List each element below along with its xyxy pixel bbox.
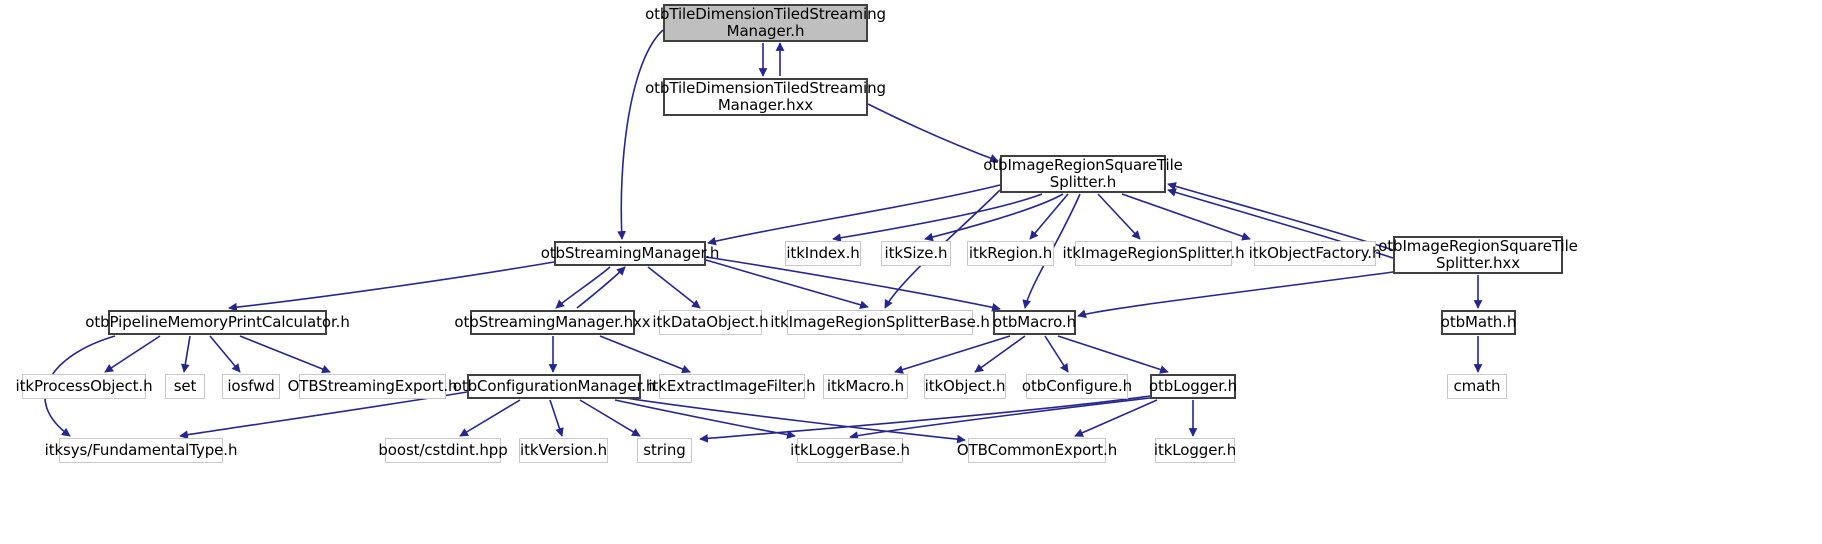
graph-edge-n20-to-n31: [614, 399, 796, 439]
graph-node-label: itkLoggerBase.h: [790, 441, 910, 459]
graph-node-label: otbImageRegionSquareTile Splitter.h: [983, 156, 1183, 191]
graph-node-otbconfigure-h[interactable]: otbConfigure.h: [1022, 374, 1132, 399]
graph-node-label: itkObjectFactory.h: [1248, 244, 1382, 262]
graph-node-itkregion-h[interactable]: itkRegion.h: [967, 241, 1054, 266]
graph-node-cmath[interactable]: cmath: [1447, 374, 1507, 399]
graph-edge-n10-to-n16: [104, 335, 161, 373]
graph-node-otbimageregionsquaretile[interactable]: otbImageRegionSquareTile Splitter.h: [983, 155, 1183, 193]
graph-edge-n10-to-n17: [180, 335, 191, 373]
graph-node-label: OTBCommonExport.h: [956, 441, 1118, 459]
graph-edge-n14-to-n23: [974, 335, 1026, 373]
graph-node-otbstreamingmanager-h[interactable]: otbStreamingManager.h: [541, 241, 719, 266]
graph-node-label: itkVersion.h: [520, 441, 607, 459]
graph-node-label: otbStreamingManager.hxx: [454, 313, 651, 331]
graph-node-label: string: [643, 441, 686, 459]
graph-node-label: itkMacro.h: [826, 377, 905, 395]
graph-node-label: otbLogger.h: [1148, 377, 1238, 395]
graph-edge-n2-to-n4: [707, 184, 1001, 246]
graph-node-label: itkObject.h: [924, 377, 1006, 395]
graph-node-label: set: [173, 377, 197, 395]
graph-node-label: itkExtractImageFilter.h: [648, 377, 816, 395]
graph-node-itkextractimagefilter-h[interactable]: itkExtractImageFilter.h: [648, 374, 816, 399]
graph-node-itkprocessobject-h[interactable]: itkProcessObject.h: [16, 374, 153, 399]
graph-node-label: otbMath.h: [1440, 313, 1517, 331]
graph-edge-n20-to-n29: [549, 399, 564, 437]
graph-node-label: itkRegion.h: [968, 244, 1053, 262]
graph-node-label: boost/cstdint.hpp: [378, 441, 508, 459]
graph-node-label: itksys/FundamentalType.h: [44, 441, 238, 459]
graph-edge-n20-to-n28: [459, 399, 521, 437]
graph-edge-n25-to-n32: [1074, 399, 1158, 437]
graph-edge-n4-to-n11: [555, 266, 611, 309]
graph-node-itklogger-h[interactable]: itkLogger.h: [1154, 438, 1236, 463]
graph-node-label: itkIndex.h: [786, 244, 860, 262]
graph-edge-n2-to-n8: [1097, 193, 1141, 240]
graph-node-otbtiledimensiontiledstreaming[interactable]: otbTileDimensionTiledStreaming Manager.h…: [645, 78, 886, 116]
graph-node-otbpipelinememoryprintcalculator-h[interactable]: otbPipelineMemoryPrintCalculator.h: [85, 310, 350, 335]
graph-node-itkobjectfactory-h[interactable]: itkObjectFactory.h: [1249, 241, 1381, 266]
graph-node-otbstreamingmanager-hxx[interactable]: otbStreamingManager.hxx: [454, 310, 651, 335]
graph-node-label: itkImageRegionSplitter.h: [1062, 244, 1245, 262]
graph-edge-n10-to-n18: [209, 335, 241, 373]
graph-node-label: otbTileDimensionTiledStreaming Manager.h…: [645, 79, 886, 114]
graph-node-itkmacro-h[interactable]: itkMacro.h: [823, 374, 908, 399]
graph-edge-n3-to-n14: [1077, 271, 1394, 318]
graph-node-label: otbImageRegionSquareTile Splitter.hxx: [1378, 237, 1578, 272]
graph-edge-n20-to-n32: [624, 397, 966, 444]
graph-node-label: iosfwd: [227, 377, 275, 395]
graph-edge-n2-to-n6: [924, 193, 1064, 242]
graph-node-itkdataobject-h[interactable]: itkDataObject.h: [652, 310, 769, 335]
graph-node-otbmath-h[interactable]: otbMath.h: [1441, 310, 1516, 335]
graph-node-label: otbMacro.h: [993, 313, 1076, 331]
graph-node-label: otbConfigure.h: [1021, 377, 1133, 395]
graph-node-string[interactable]: string: [637, 438, 692, 463]
graph-node-itkversion-h[interactable]: itkVersion.h: [519, 438, 608, 463]
graph-node-itkobject-h[interactable]: itkObject.h: [924, 374, 1006, 399]
graph-node-label: itkLogger.h: [1153, 441, 1237, 459]
graph-edge-n10-to-n19: [239, 335, 331, 374]
graph-node-iosfwd[interactable]: iosfwd: [222, 374, 280, 399]
graph-edge-n25-to-n31: [849, 397, 1151, 440]
graph-node-boost-cstdint-hpp[interactable]: boost/cstdint.hpp: [378, 438, 508, 463]
graph-node-itkimageregionsplitter-h[interactable]: itkImageRegionSplitter.h: [1062, 241, 1245, 266]
graph-edge-n20-to-n30: [579, 399, 641, 437]
graph-node-label: OTBStreamingExport.h: [287, 377, 458, 395]
graph-node-otbmacro-h[interactable]: otbMacro.h: [993, 310, 1076, 335]
graph-edge-n14-to-n25: [1057, 335, 1169, 374]
graph-node-label: itkImageRegionSplitterBase.h: [770, 313, 990, 331]
graph-node-otbtiledimensiontiledstreaming[interactable]: otbTileDimensionTiledStreaming Manager.h: [645, 4, 886, 42]
graph-node-itksize-h[interactable]: itkSize.h: [881, 241, 951, 266]
graph-edge-n4-to-n10: [228, 261, 555, 312]
graph-node-itksys-fundamentaltype-h[interactable]: itksys/FundamentalType.h: [45, 438, 237, 463]
graph-node-label: cmath: [1453, 377, 1501, 395]
graph-node-set[interactable]: set: [165, 374, 205, 399]
graph-node-label: otbConfigurationManager.h: [452, 377, 656, 395]
graph-node-label: itkSize.h: [884, 244, 948, 262]
graph-node-itkloggerbase-h[interactable]: itkLoggerBase.h: [790, 438, 910, 463]
graph-edge-n2-to-n7: [1029, 193, 1069, 240]
graph-edge-n4-to-n13: [705, 259, 869, 310]
graph-node-label: otbTileDimensionTiledStreaming Manager.h: [645, 5, 886, 40]
graph-edge-n25-to-n30: [699, 395, 1151, 443]
graph-edge-n11-to-n4: [576, 266, 626, 309]
graph-edge-n11-to-n21: [599, 335, 691, 374]
graph-node-otbcommonexport-h[interactable]: OTBCommonExport.h: [957, 438, 1117, 463]
graph-edge-n14-to-n22: [894, 335, 1011, 374]
graph-edge-n2-to-n9: [1121, 193, 1251, 241]
graph-node-itkindex-h[interactable]: itkIndex.h: [785, 241, 861, 266]
graph-node-otbimageregionsquaretile[interactable]: otbImageRegionSquareTile Splitter.hxx: [1378, 236, 1578, 274]
graph-node-otbconfigurationmanager-h[interactable]: otbConfigurationManager.h: [453, 374, 655, 399]
graph-node-otbstreamingexport-h[interactable]: OTBStreamingExport.h: [288, 374, 458, 399]
graph-edge-n4-to-n12: [647, 266, 701, 309]
graph-node-itkimageregionsplitterbase-h[interactable]: itkImageRegionSplitterBase.h: [770, 310, 990, 335]
graph-node-otblogger-h[interactable]: otbLogger.h: [1149, 374, 1237, 399]
graph-node-label: itkProcessObject.h: [15, 377, 153, 395]
graph-edge-n14-to-n24: [1044, 335, 1069, 373]
graph-node-label: otbStreamingManager.h: [540, 244, 720, 262]
graph-node-label: otbPipelineMemoryPrintCalculator.h: [85, 313, 350, 331]
graph-edge-n2-to-n5: [832, 193, 1043, 243]
graph-node-label: itkDataObject.h: [652, 313, 769, 331]
graph-edge-n0-to-n4: [617, 29, 664, 240]
